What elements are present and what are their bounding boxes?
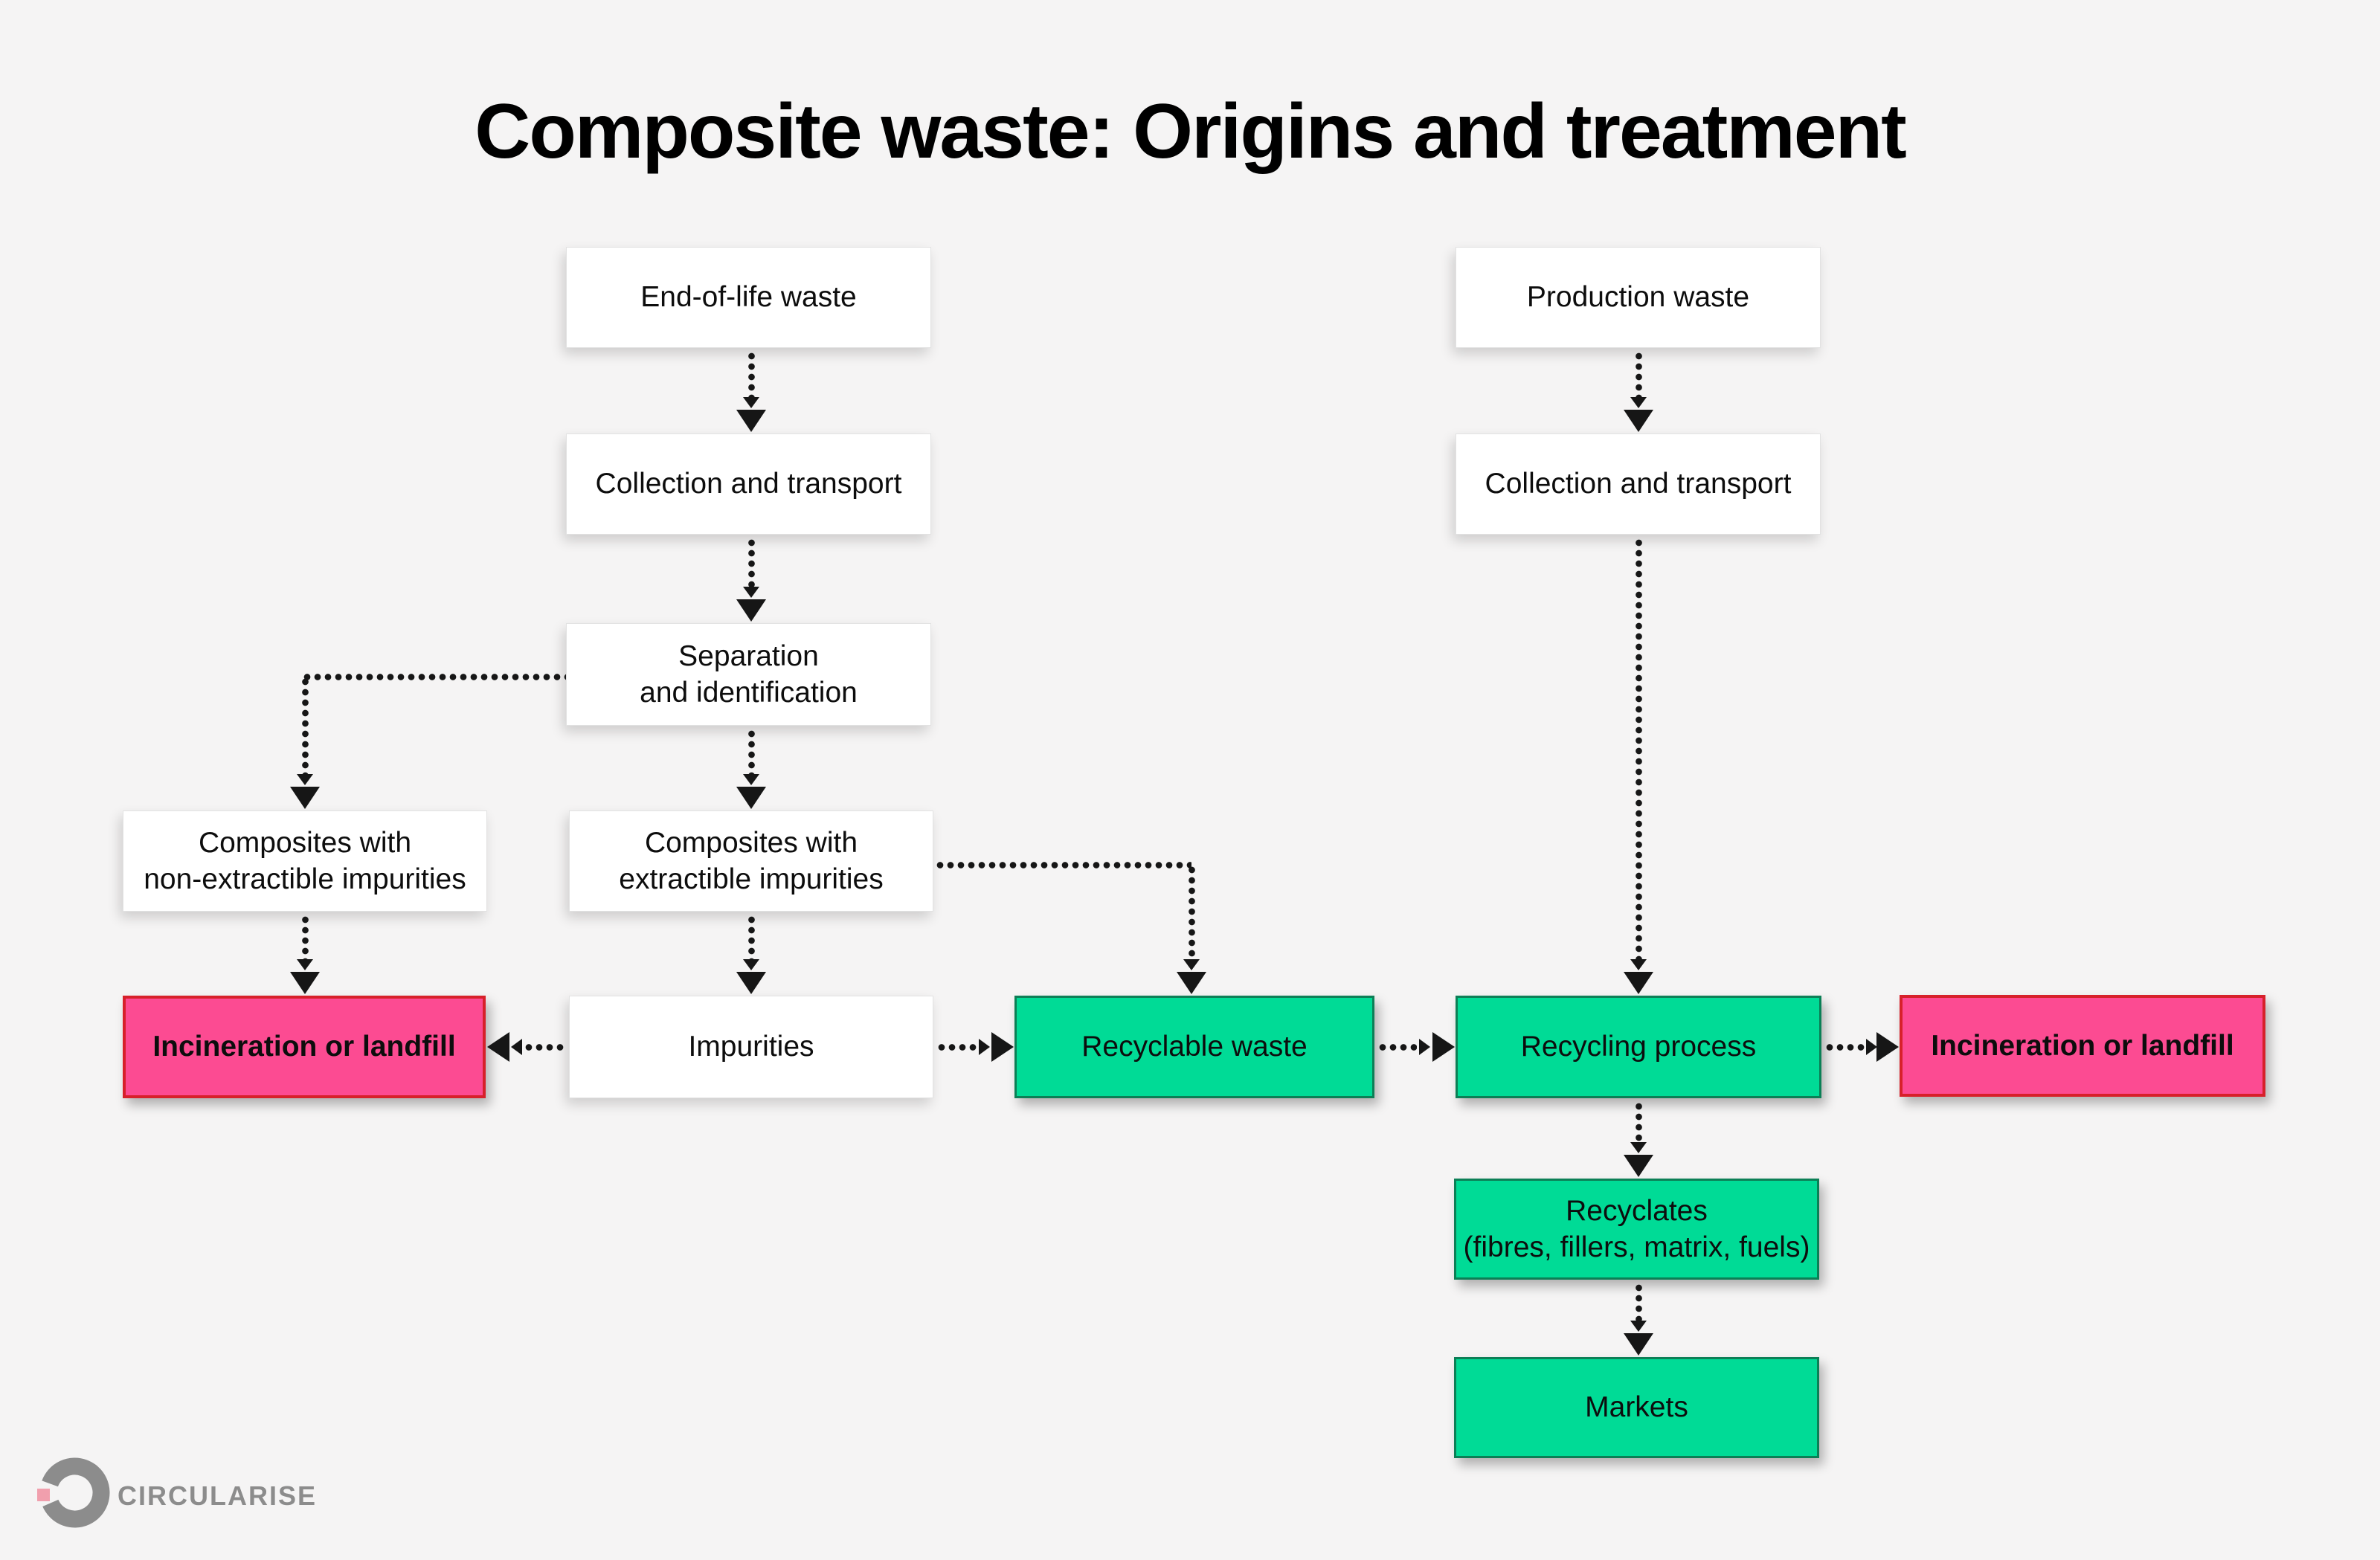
node-label: Composites with extractible impurities [619, 826, 884, 895]
arrowhead-big [1624, 972, 1653, 994]
node-incineration-landfill-right: Incineration or landfill [1900, 995, 2265, 1097]
node-production-waste: Production waste [1456, 247, 1821, 348]
arrow-dots [1636, 351, 1642, 397]
arrowhead-small [1630, 397, 1647, 408]
arrowhead-small [297, 959, 313, 970]
node-recyclates: Recyclates (fibres, fillers, matrix, fue… [1454, 1179, 1819, 1280]
arrow-dots [748, 729, 755, 774]
arrow-dots [748, 538, 755, 587]
arrow-dots [1636, 538, 1642, 959]
node-collection-transport-right: Collection and transport [1456, 433, 1821, 535]
arrow-dots [748, 915, 755, 959]
arrowhead-small [1419, 1039, 1430, 1055]
arrow-dots [936, 1044, 977, 1051]
node-label: Incineration or landfill [1931, 1029, 2234, 1062]
arrowhead-big [1624, 1155, 1653, 1177]
node-composites-extractible: Composites with extractible impurities [569, 810, 933, 912]
arrowhead-big [736, 972, 766, 994]
node-label: Markets [1585, 1391, 1688, 1424]
circularise-ring-icon [39, 1457, 110, 1528]
node-label: Composites with non-extractible impuriti… [144, 826, 466, 895]
arrowhead-small [743, 587, 759, 598]
arrow-dots [1189, 865, 1195, 959]
node-label: End-of-life waste [640, 281, 857, 314]
node-label: Production waste [1526, 281, 1750, 314]
node-incineration-landfill-left: Incineration or landfill [123, 996, 486, 1098]
node-label: Incineration or landfill [152, 1031, 456, 1063]
page-title: Composite waste: Origins and treatment [475, 88, 1906, 175]
arrowhead-big [487, 1032, 509, 1062]
arrow-dots [935, 862, 1191, 868]
arrowhead-big [1432, 1032, 1455, 1062]
node-label: Collection and transport [1485, 468, 1792, 500]
arrowhead-small [1630, 1142, 1647, 1153]
node-recyclable-waste: Recyclable waste [1014, 996, 1374, 1098]
logo-pink-square-icon [37, 1489, 50, 1501]
arrowhead-small [1630, 1321, 1647, 1332]
arrowhead-small [297, 774, 313, 785]
arrow-dots [524, 1044, 566, 1051]
circularise-logo: CIRCULARISE [37, 1457, 426, 1532]
arrowhead-big [991, 1032, 1014, 1062]
arrowhead-big [290, 787, 320, 809]
arrowhead-big [1624, 410, 1653, 432]
node-separation-identification: Separation and identification [566, 623, 931, 726]
arrowhead-big [1624, 1333, 1653, 1356]
arrowhead-big [1177, 972, 1206, 994]
arrowhead-small [1183, 959, 1200, 970]
node-label: Recyclates (fibres, fillers, matrix, fue… [1463, 1194, 1810, 1263]
arrow-dots [1636, 1283, 1642, 1321]
arrow-dots [302, 674, 566, 680]
arrowhead-small [1630, 959, 1647, 970]
arrowhead-big [736, 787, 766, 809]
arrow-dots [1636, 1101, 1642, 1142]
node-label: Separation and identification [640, 639, 858, 709]
node-impurities: Impurities [569, 996, 933, 1098]
arrowhead-small [1866, 1039, 1877, 1055]
arrowhead-big [736, 599, 766, 622]
arrow-dots [302, 677, 309, 774]
node-composites-non-extractible: Composites with non-extractible impuriti… [123, 810, 487, 912]
node-label: Recyclable waste [1081, 1031, 1308, 1063]
arrowhead-small [743, 959, 759, 970]
node-recycling-process: Recycling process [1456, 996, 1821, 1098]
arrowhead-big [1876, 1032, 1899, 1062]
arrow-dots [1377, 1044, 1417, 1051]
arrowhead-small [743, 397, 759, 408]
arrowhead-small [979, 1039, 990, 1055]
node-label: Recycling process [1520, 1031, 1757, 1063]
arrowhead-big [290, 972, 320, 994]
node-label: Impurities [688, 1031, 814, 1063]
arrow-dots [748, 351, 755, 397]
arrowhead-small [511, 1039, 522, 1055]
arrow-dots [1824, 1044, 1865, 1051]
node-label: Collection and transport [595, 468, 902, 500]
node-markets: Markets [1454, 1357, 1819, 1458]
arrowhead-big [736, 410, 766, 432]
arrowhead-small [743, 774, 759, 785]
logo-wordmark: CIRCULARISE [118, 1480, 318, 1511]
arrow-dots [302, 915, 309, 959]
node-collection-transport-left: Collection and transport [566, 433, 931, 535]
node-end-of-life-waste: End-of-life waste [566, 247, 931, 348]
